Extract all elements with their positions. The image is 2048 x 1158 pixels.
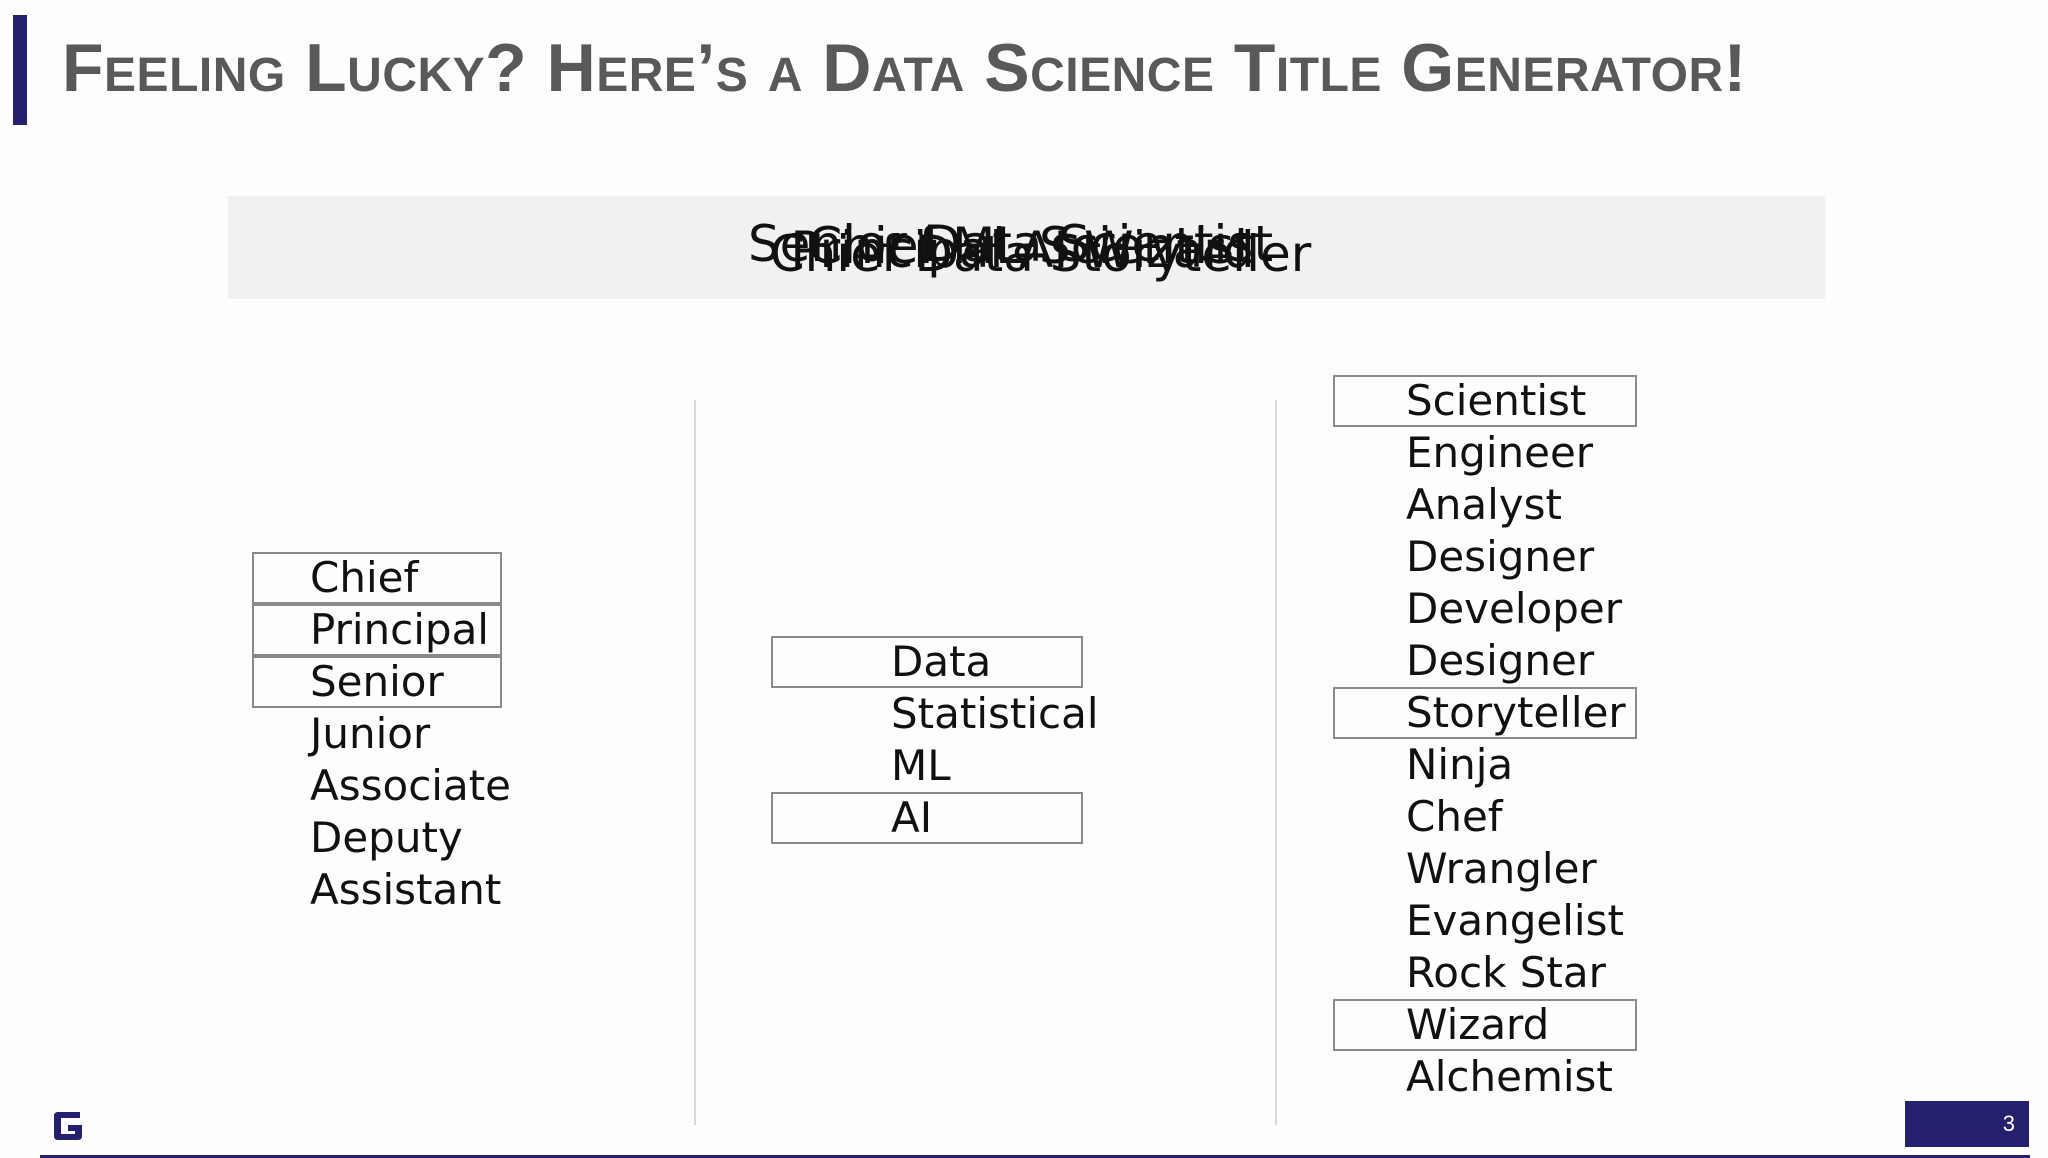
role-word: Ninja — [1333, 739, 1637, 791]
generated-title-text: Chief ML Scientist — [807, 216, 1254, 275]
level-word-label: Assistant — [310, 865, 502, 914]
level-word-label: Chief — [310, 553, 419, 602]
role-word-selected: Scientist — [1333, 375, 1637, 427]
field-word: Statistical — [771, 688, 1099, 740]
level-word-selected: Principal — [252, 604, 502, 656]
role-word: Developer — [1333, 583, 1637, 635]
field-word: ML — [771, 740, 1083, 792]
level-word-label: Junior — [310, 709, 431, 758]
role-word-label: Developer — [1406, 584, 1623, 633]
role-word-label: Alchemist — [1406, 1052, 1613, 1101]
generated-title-text: Principal AI Wizard — [790, 220, 1255, 279]
role-word-label: Evangelist — [1406, 896, 1624, 945]
role-word-selected: Wizard — [1333, 999, 1637, 1051]
field-word-label: Data — [891, 637, 992, 686]
level-word-selected: Senior — [252, 656, 502, 708]
role-word: Designer — [1333, 531, 1637, 583]
role-word: Alchemist — [1333, 1051, 1637, 1103]
company-logo-icon — [54, 1112, 82, 1140]
field-word-label: ML — [891, 741, 951, 790]
field-word-selected: Data — [771, 636, 1083, 688]
page-number-badge: 3 — [1905, 1101, 2029, 1147]
role-word: Evangelist — [1333, 895, 1637, 947]
level-word: Junior — [252, 708, 502, 760]
role-word: Chef — [1333, 791, 1637, 843]
page-number: 3 — [2002, 1111, 2015, 1136]
role-word-label: Rock Star — [1406, 948, 1606, 997]
title-accent-bar — [13, 15, 27, 125]
role-word: Engineer — [1333, 427, 1637, 479]
level-word-label: Deputy — [310, 813, 463, 862]
slide-title: Feeling Lucky? Here’s a Data Science Tit… — [62, 30, 1747, 106]
role-word-selected: Storyteller — [1333, 687, 1637, 739]
role-word-label: Designer — [1406, 636, 1595, 685]
generated-title-text: Senior Data Scientist — [747, 214, 1274, 273]
role-word-label: Wrangler — [1406, 844, 1597, 893]
role-word-label: Engineer — [1406, 428, 1594, 477]
field-word-label: AI — [891, 793, 933, 842]
role-word: Rock Star — [1333, 947, 1637, 999]
role-word-label: Designer — [1406, 532, 1595, 581]
role-word-label: Wizard — [1406, 1000, 1550, 1049]
level-word-selected: Chief — [252, 552, 502, 604]
role-word-label: Analyst — [1406, 480, 1562, 529]
role-word-label: Scientist — [1406, 376, 1587, 425]
field-word-selected: AI — [771, 792, 1083, 844]
generated-title-text: Chief Data Storyteller — [769, 224, 1312, 283]
level-word-label: Senior — [310, 657, 444, 706]
generated-title-banner: Senior Data Scientist Chief Data Storyte… — [228, 196, 1825, 299]
role-word: Wrangler — [1333, 843, 1637, 895]
column-divider — [694, 400, 696, 1125]
role-word-label: Ninja — [1406, 740, 1514, 789]
role-word: Analyst — [1333, 479, 1637, 531]
role-word-label: Chef — [1406, 792, 1503, 841]
field-word-label: Statistical — [891, 689, 1099, 738]
role-word-label: Storyteller — [1406, 688, 1626, 737]
level-word: Deputy — [252, 812, 502, 864]
role-word: Designer — [1333, 635, 1637, 687]
level-word-label: Principal — [310, 605, 489, 654]
column-divider — [1275, 400, 1277, 1125]
level-word: Assistant — [252, 864, 502, 916]
level-word-label: Associate — [310, 761, 511, 810]
level-word: Associate — [252, 760, 511, 812]
